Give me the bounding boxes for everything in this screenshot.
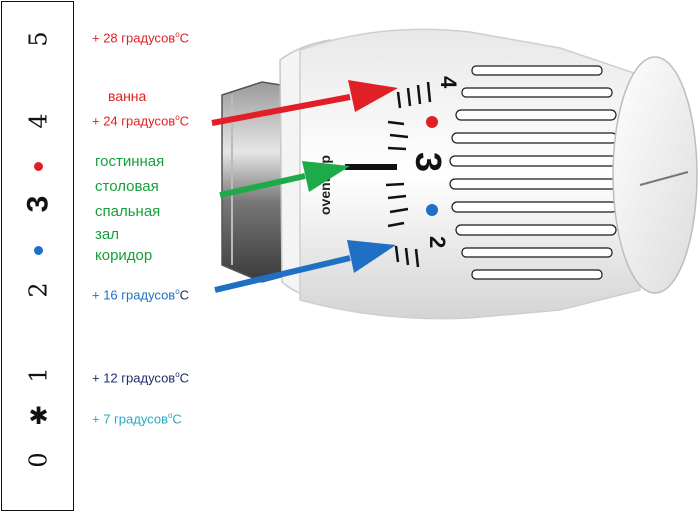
knob-ribs <box>449 65 619 280</box>
setting-pointer <box>345 164 397 170</box>
room-hall: зал <box>95 226 119 243</box>
room-bath: ванна <box>108 88 147 104</box>
blue-dot-icon <box>34 246 43 255</box>
blue-arrow-icon <box>214 240 396 293</box>
room-corridor: коридор <box>95 247 153 264</box>
temp-label-star: + 7 градусовоС <box>92 411 182 427</box>
knob-end-cap <box>612 56 698 294</box>
green-arrow-icon <box>219 161 350 198</box>
temp-label-5: + 28 градусовоС <box>92 30 190 46</box>
temp-label-4: + 24 градусовоС <box>92 113 190 129</box>
red-arrow-icon <box>211 80 398 126</box>
knob-number-2: 2 <box>425 236 450 248</box>
knob-number-3: 3 <box>408 152 449 172</box>
temp-label-1: + 12 градусовоС <box>92 370 190 386</box>
red-dot-icon <box>34 162 43 171</box>
scale-ticks <box>385 81 432 268</box>
temp-label-2: + 16 градусовоС <box>92 287 190 303</box>
snowflake-icon: ✱ <box>28 402 49 430</box>
knob-number-4: 4 <box>436 76 461 89</box>
knob-blue-dot-icon <box>426 204 438 216</box>
room-living: гостинная <box>95 153 165 170</box>
room-bedroom: спальная <box>95 203 161 220</box>
knob-red-dot-icon <box>426 116 438 128</box>
room-dining: столовая <box>95 178 159 195</box>
scale-panel: 5 4 3 2 1 ✱ 0 <box>1 1 74 511</box>
